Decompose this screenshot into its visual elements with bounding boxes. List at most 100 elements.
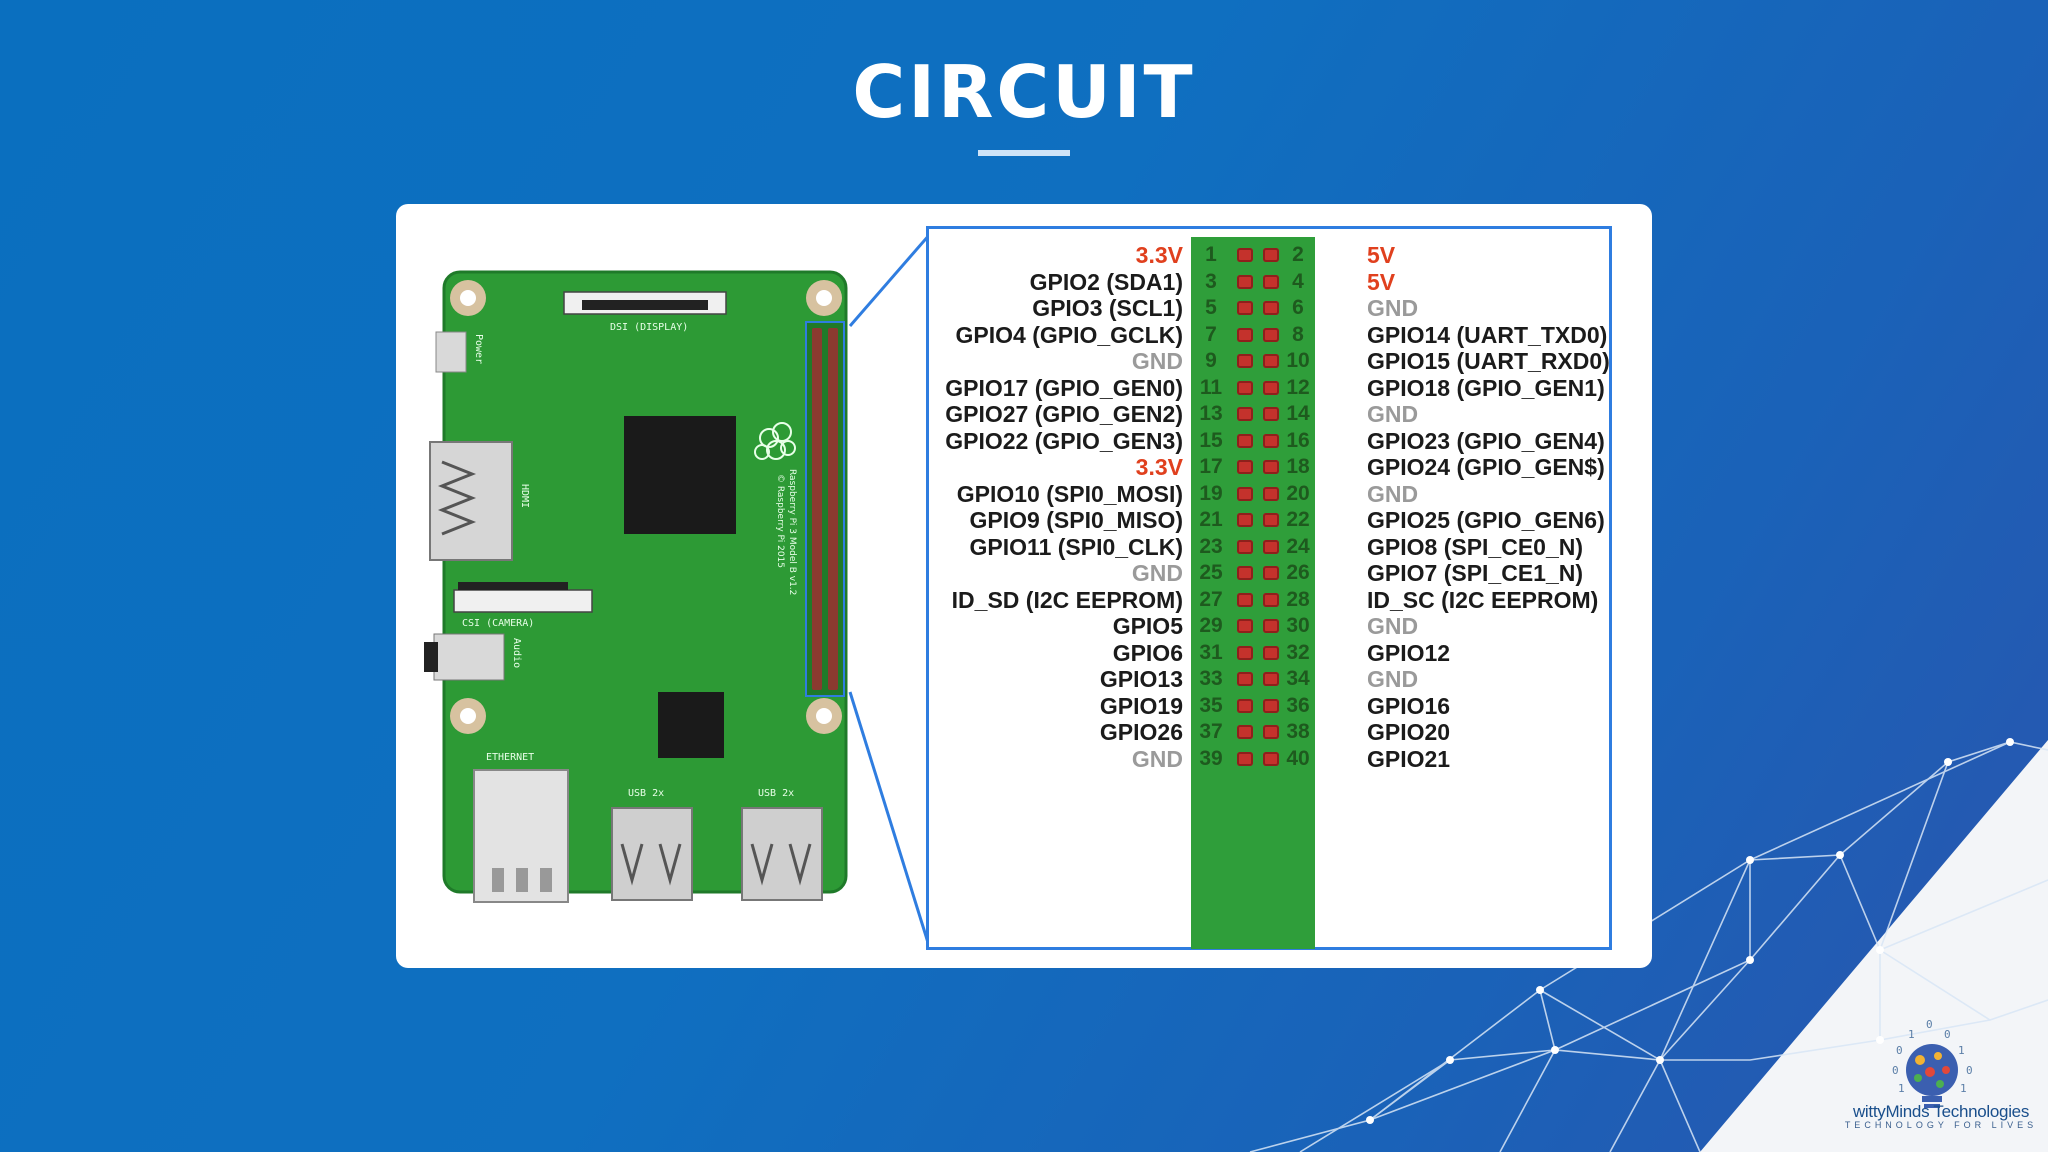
svg-text:1: 1: [1908, 1028, 1915, 1041]
pin-number-even: 30: [1286, 614, 1310, 637]
pin-dot: [1263, 301, 1279, 315]
pin-label-right: GPIO20: [1367, 719, 1451, 745]
pin-label-left: GPIO22 (GPIO_GEN3): [945, 427, 1183, 454]
pin-number-odd: 21: [1199, 508, 1223, 531]
pin-label-left: GPIO19: [1099, 692, 1183, 719]
pin-number-odd: 19: [1199, 481, 1223, 505]
pin-dot: [1263, 433, 1279, 448]
svg-text:1: 1: [1958, 1044, 1965, 1057]
pin-number-even: 20: [1286, 481, 1310, 505]
content-card: DSI (DISPLAY) Power Raspberry Pi 3 Model…: [396, 204, 1652, 968]
pin-dot: [1263, 645, 1279, 660]
pin-dot: [1263, 751, 1279, 766]
pin-label-right: GPIO14 (UART_TXD0): [1367, 321, 1608, 348]
pin-label-left: GPIO9 (SPI0_MISO): [969, 507, 1183, 533]
pin-number-odd: 9: [1205, 349, 1217, 372]
camera-label: CSI (CAMERA): [462, 618, 534, 629]
pin-dot: [1237, 327, 1253, 342]
mounting-holes: [450, 280, 842, 734]
pin-number-even: 38: [1286, 720, 1310, 743]
pin-number-odd: 23: [1199, 534, 1223, 558]
pin-label-right: GPIO15 (UART_RXD0): [1367, 348, 1610, 374]
pin-dot: [1237, 407, 1253, 421]
pin-label-right: GPIO7 (SPI_CE1_N): [1367, 560, 1584, 586]
audio-label: Audio: [511, 638, 522, 668]
usb1-label: USB 2x: [628, 788, 664, 799]
pin-label-right: GND: [1367, 666, 1419, 692]
model-label: Raspberry Pi 3 Model B v1.2: [787, 469, 797, 595]
pin-number-even: 10: [1286, 349, 1310, 372]
pin-number-even: 28: [1286, 587, 1310, 611]
usb-controller-chip: [658, 692, 724, 758]
pin-dot: [1237, 645, 1253, 660]
pin-number-even: 4: [1292, 269, 1304, 293]
gpio-header-highlight: [805, 321, 845, 697]
pin-label-right: GPIO21: [1367, 745, 1451, 772]
pin-label-right: GPIO24 (GPIO_GEN$): [1367, 454, 1605, 480]
pin-number-even: 14: [1286, 402, 1310, 425]
pin-label-left: GPIO3 (SCL1): [1032, 295, 1183, 321]
brand-name: wittyMinds Technologies: [1852, 1102, 2030, 1121]
pin-dot: [1263, 672, 1279, 686]
pin-label-left: 3.3V: [1135, 454, 1183, 480]
pin-dot: [1263, 407, 1279, 421]
pin-number-odd: 33: [1199, 667, 1223, 690]
pin-label-left: GND: [1131, 348, 1183, 374]
audio-jack: [433, 633, 505, 681]
pin-number-odd: 29: [1199, 614, 1223, 637]
pin-dot: [1237, 380, 1253, 395]
pin-dot: [1237, 301, 1253, 315]
pin-label-right: GPIO8 (SPI_CE0_N): [1367, 533, 1584, 560]
pin-number-even: 22: [1286, 508, 1310, 531]
pin-number-odd: 13: [1199, 402, 1223, 425]
pin-number-even: 12: [1286, 375, 1310, 399]
pin-number-odd: 5: [1205, 296, 1217, 319]
pin-dot: [1263, 248, 1279, 262]
pin-label-left: GPIO17 (GPIO_GEN0): [945, 374, 1183, 401]
pin-dot: [1237, 592, 1253, 607]
hdmi-port: [429, 441, 513, 561]
pin-label-left: GPIO13: [1099, 666, 1183, 692]
callout-line-bottom: [848, 691, 926, 942]
pin-number-even: 18: [1286, 455, 1310, 478]
pin-number-even: 26: [1286, 561, 1310, 584]
power-label: Power: [473, 334, 484, 364]
pin-dot: [1263, 513, 1279, 527]
svg-text:0: 0: [1944, 1028, 1951, 1041]
pin-number-odd: 35: [1199, 693, 1223, 717]
pin-dot: [1237, 513, 1253, 527]
ethernet-label: ETHERNET: [486, 752, 534, 763]
pin-dot: [1237, 433, 1253, 448]
pin-dot: [1237, 619, 1253, 633]
pin-dot: [1263, 274, 1279, 289]
raspberry-logo-icon: [754, 422, 796, 460]
pin-dot: [1237, 566, 1253, 580]
pin-dot: [1263, 566, 1279, 580]
pin-number-odd: 17: [1199, 455, 1223, 478]
pin-label-left: GPIO10 (SPI0_MOSI): [956, 480, 1183, 507]
pin-dot: [1237, 725, 1253, 739]
pin-dot: [1237, 274, 1253, 289]
pin-number-even: 2: [1292, 243, 1304, 266]
pin-number-odd: 15: [1199, 428, 1223, 452]
pin-dot: [1263, 380, 1279, 395]
pin-number-odd: 25: [1199, 561, 1223, 584]
svg-text:0: 0: [1892, 1064, 1899, 1077]
pin-dot: [1263, 539, 1279, 554]
usb2-label: USB 2x: [758, 788, 794, 799]
pin-label-right: ID_SC (I2C EEPROM): [1367, 586, 1599, 613]
